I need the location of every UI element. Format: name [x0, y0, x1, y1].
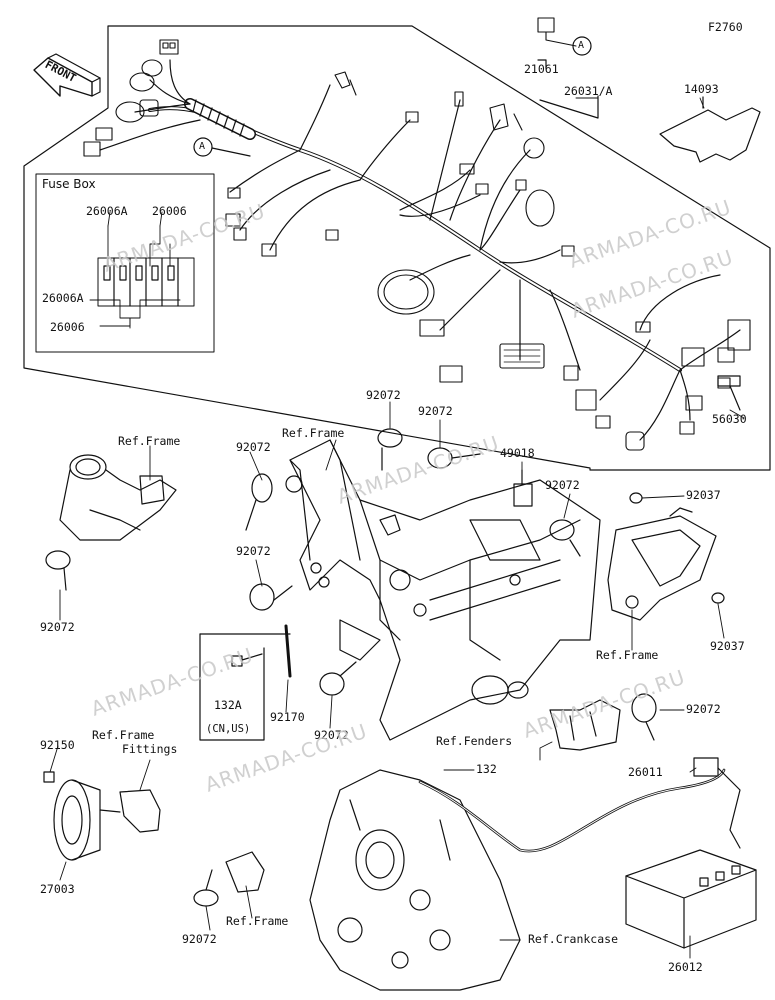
right-bracket-part	[607, 507, 717, 621]
callout-92072-bottom: 92072	[182, 932, 217, 946]
part-92170: 92170	[270, 710, 305, 724]
frame-tab-part	[225, 851, 265, 893]
fuse-part-26006a-left: 26006A	[42, 291, 84, 305]
front-arrow-icon	[33, 53, 101, 97]
harness-connectors	[83, 17, 751, 451]
part-26031a: 26031/A	[564, 84, 613, 98]
cable-clamp-part	[717, 375, 741, 387]
adhesive-tape-part	[659, 107, 761, 163]
part-132a-note: (CN,US)	[206, 723, 251, 735]
part-49018: 49018	[500, 446, 535, 460]
main-wiring-harness	[99, 59, 741, 441]
ref-frame-label-1: Ref.Frame	[118, 434, 181, 448]
ref-marker-a-1: A	[578, 40, 585, 51]
nut-92150-part	[43, 771, 55, 783]
part-21061: 21061	[524, 62, 559, 76]
part-26012: 26012	[668, 960, 703, 974]
fuse-block-icon	[97, 225, 195, 329]
part-26011: 26011	[628, 765, 663, 779]
main-frame	[285, 439, 601, 741]
ref-fenders-label: Ref.Fenders	[436, 734, 513, 748]
ref-frame-fittings-line1: Ref.Frame	[92, 728, 155, 742]
callout-92072-top-b: 92072	[418, 404, 453, 418]
part-27003: 27003	[40, 882, 75, 896]
leader-lines	[49, 97, 745, 959]
starter-relay-part	[693, 757, 719, 777]
ref-circle-a-2	[193, 137, 213, 157]
fuse-part-26006-top: 26006	[152, 204, 187, 218]
ref-frame-fittings-line2: Fittings	[122, 742, 178, 756]
steering-head-part	[59, 454, 177, 541]
ref-frame-label-3: Ref.Frame	[596, 648, 659, 662]
relay-part	[513, 483, 533, 507]
fender-fittings-part	[549, 699, 621, 751]
part-132a: 132A	[214, 698, 242, 712]
callout-92072-top-a: 92072	[366, 388, 401, 402]
fuse-box-inset	[35, 173, 215, 353]
ref-crankcase-label: Ref.Crankcase	[528, 932, 619, 946]
crankcase-part	[309, 769, 521, 991]
ref-frame-label-4: Ref.Frame	[226, 914, 289, 928]
frame-fittings-bracket	[119, 789, 161, 833]
fuse-part-26006-bottom: 26006	[50, 320, 85, 334]
part-92150: 92150	[40, 738, 75, 752]
horn-part	[53, 779, 121, 861]
battery-cable	[418, 768, 726, 853]
ref-frame-label-2: Ref.Frame	[282, 426, 345, 440]
callout-92072-left-b: 92072	[236, 544, 271, 558]
harness-panel-border	[23, 25, 771, 471]
part-92037-bottom: 92037	[710, 639, 745, 653]
callout-92072-right: 92072	[545, 478, 580, 492]
battery-part	[625, 849, 757, 949]
part-56030: 56030	[712, 412, 747, 426]
ref-circle-a-1	[572, 36, 592, 56]
callout-92072-center: 92072	[314, 728, 349, 742]
fuse-part-26006a-top: 26006A	[86, 204, 128, 218]
part-92037-top: 92037	[686, 488, 721, 502]
callout-92072-far-left: 92072	[40, 620, 75, 634]
ref-marker-a-2: A	[199, 141, 206, 152]
callout-92072-fender: 92072	[686, 702, 721, 716]
callout-92072-left-a: 92072	[236, 440, 271, 454]
figure-code: F2760	[708, 20, 743, 34]
part-132: 132	[476, 762, 497, 776]
part-14093: 14093	[684, 82, 719, 96]
cable-ties	[45, 428, 725, 907]
fuse-box-title: Fuse Box	[42, 177, 96, 191]
